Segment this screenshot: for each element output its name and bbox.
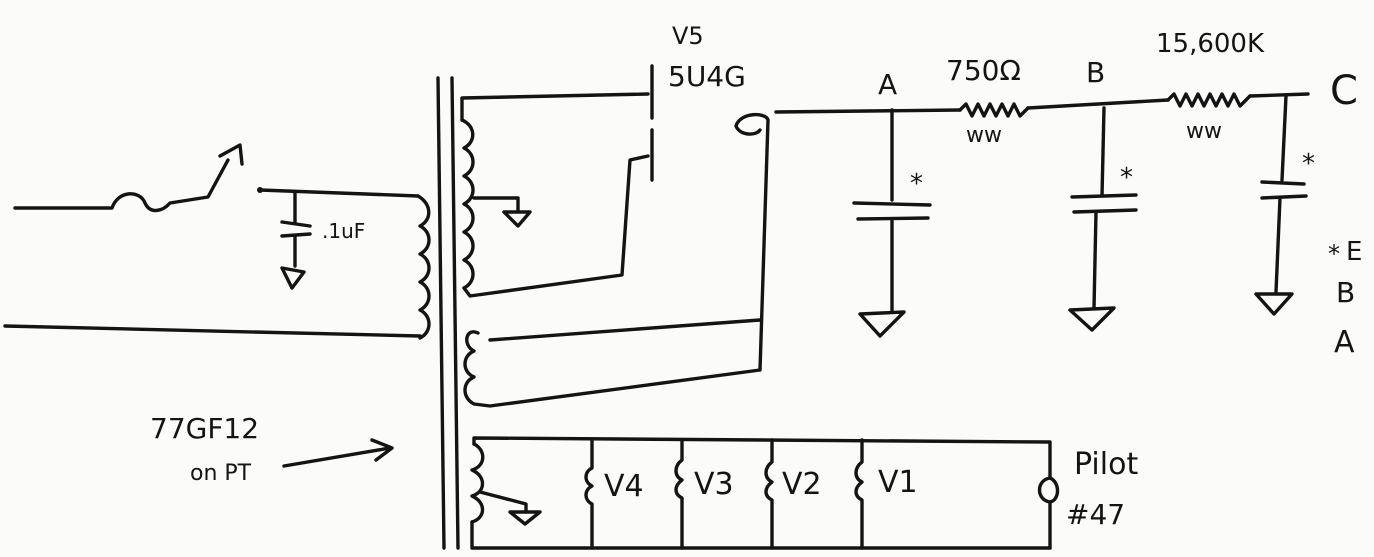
heater-v4: V4 (604, 469, 644, 504)
rectifier-tube: V5 5U4G (650, 22, 746, 182)
ground-icon (502, 210, 532, 228)
heater-v3: V3 (694, 467, 734, 502)
node-b-label: B (1086, 56, 1105, 89)
transformer-core (436, 76, 460, 550)
line-cap-label: .1uF (322, 219, 365, 243)
pointer-arrow-icon (282, 438, 394, 468)
heater-v1: V1 (878, 465, 918, 500)
tube-type: 5U4G (668, 60, 746, 93)
filter-cap-a: * (852, 108, 932, 338)
pilot-label: Pilot (1074, 447, 1138, 482)
footnote-line1: E (1346, 237, 1362, 267)
heater-v2: V2 (782, 467, 822, 502)
transformer-location: on PT (190, 461, 252, 486)
cap-b-star: * (1120, 163, 1133, 193)
tube-ref: V5 (672, 22, 704, 50)
heater-loads: V4 V3 V2 V1 (584, 438, 918, 550)
cap-a-star: * (910, 169, 923, 199)
transformer-label: 77GF12 on PT (150, 412, 394, 486)
ground-icon (858, 310, 906, 338)
ground-icon (1254, 292, 1294, 316)
hv-secondary (460, 92, 650, 298)
filter-cap-c: * (1254, 94, 1315, 316)
resistor-15600-note: ww (1186, 119, 1222, 144)
ac-input (3, 143, 422, 338)
pilot-lamp-icon (1037, 476, 1060, 504)
ground-icon (508, 510, 542, 526)
transformer-part-number: 77GF12 (150, 412, 259, 445)
star-footnote: * E B A (1328, 237, 1362, 360)
resistor-750-note: ww (966, 123, 1002, 148)
ground-icon (280, 266, 306, 290)
filter-cap-b: * (1068, 106, 1138, 332)
cap-c-star: * (1302, 149, 1315, 179)
rectifier-filament-winding (463, 112, 770, 408)
primary-winding (416, 194, 431, 340)
resistor-750: 750Ω ww (946, 54, 1030, 148)
ground-icon (1068, 306, 1116, 332)
resistor-15600-value: 15,600K (1156, 29, 1265, 59)
line-capacitor: .1uF (257, 187, 420, 290)
heater-winding (470, 436, 1052, 550)
pilot-number: #47 (1066, 498, 1125, 531)
pilot-lamp: Pilot #47 (1037, 447, 1138, 531)
footnote-line3: A (1334, 325, 1355, 360)
node-c-label: C (1330, 68, 1358, 114)
footnote-star: * (1328, 240, 1340, 268)
switch-arrow-icon (218, 143, 244, 166)
resistor-750-value: 750Ω (946, 54, 1021, 87)
footnote-line2: B (1336, 276, 1355, 309)
node-a-label: A (878, 68, 897, 101)
b-plus-rail (774, 92, 1310, 114)
ac-neutral-wire (3, 324, 422, 338)
ac-hot-wire (13, 158, 230, 213)
resistor-15600: 15,600K ww (1156, 29, 1265, 144)
